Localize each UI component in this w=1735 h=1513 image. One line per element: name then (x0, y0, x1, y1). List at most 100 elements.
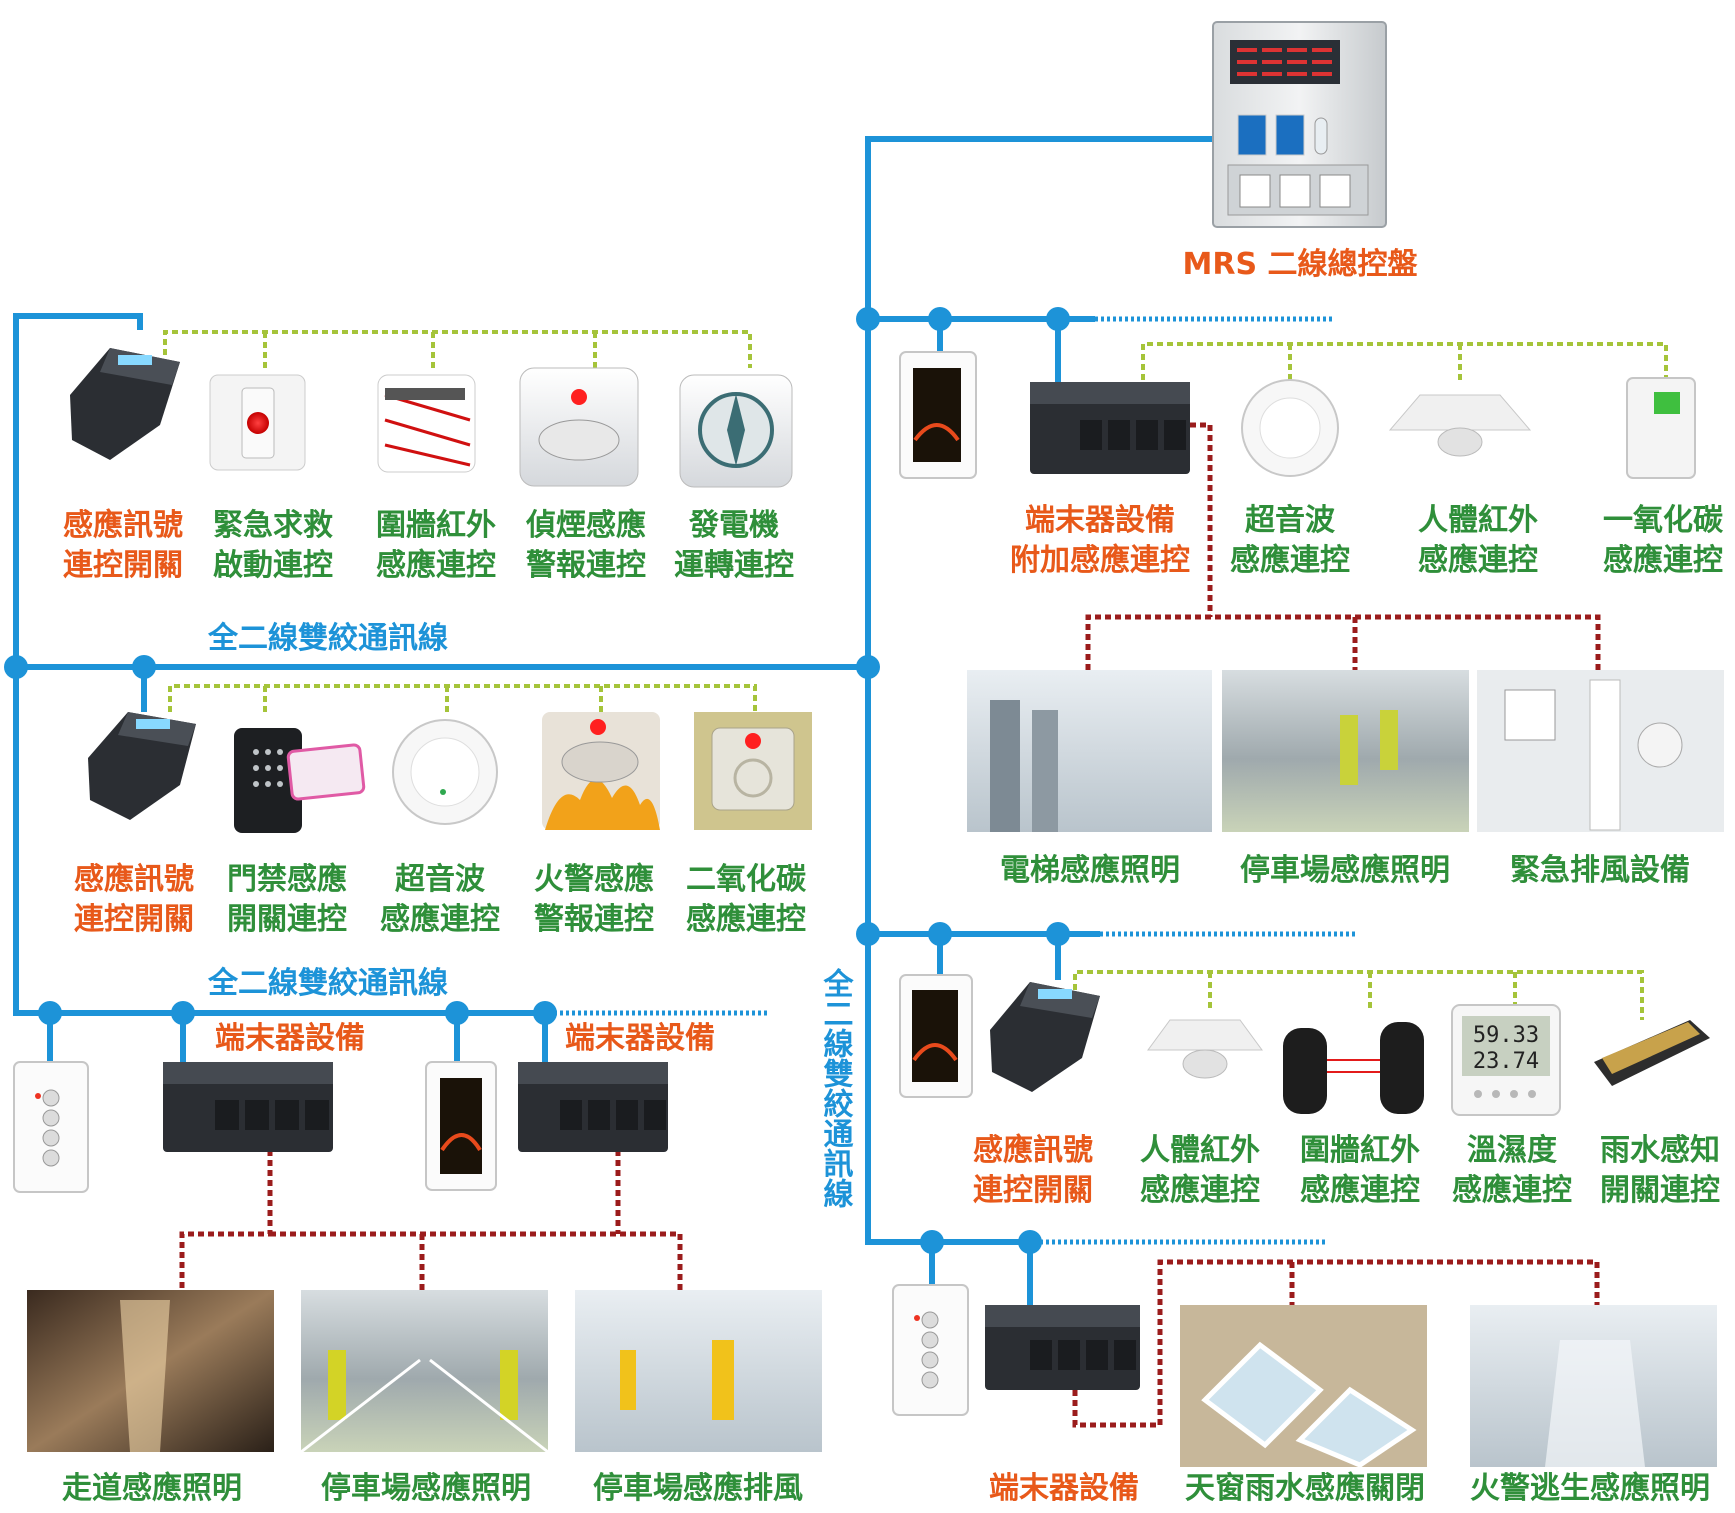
label-d4-line2: 感應連控 (1603, 543, 1723, 578)
label-b2-line2: 開關連控 (227, 902, 347, 937)
label-b1-line2: 連控開關 (74, 902, 194, 937)
label-d3-line2: 感應連控 (1418, 543, 1538, 578)
label-d4-line1: 一氧化碳 (1603, 503, 1724, 538)
group-e-devices: 59.33 23.74 (899, 974, 1710, 1116)
controller-module-a (70, 348, 180, 460)
label-e2-line2: 感應連控 (1140, 1173, 1260, 1208)
group-d-photos (967, 670, 1724, 832)
bus-junctions (4, 307, 1070, 1254)
photo-skylight (1180, 1305, 1427, 1468)
label-b3-line1: 超音波 (395, 862, 486, 897)
label-b2-line1: 門禁感應 (227, 862, 347, 897)
pir-sensor-icon-d (1388, 394, 1532, 457)
bus-label-upper-left: 全二線雙絞通訊線 (207, 621, 448, 656)
sensor-links (163, 330, 1668, 1020)
bus-dotted-extensions (548, 316, 1355, 1245)
label-e1-line2: 連控開關 (973, 1173, 1093, 1208)
label-d1-line2: 附加感應連控 (1010, 543, 1190, 578)
label-e4-line1: 溫濕度 (1467, 1133, 1557, 1168)
group-a-labels: 感應訊號 連控開關 緊急求救 啟動連控 圍牆紅外 感應連控 偵煙感應 警報連控 … (63, 508, 794, 583)
label-a2-line2: 啟動連控 (213, 548, 333, 583)
photo-exhaust (1477, 670, 1724, 832)
group-c-devices (13, 1061, 668, 1193)
label-e3-line2: 感應連控 (1300, 1173, 1420, 1208)
label-e1-line1: 感應訊號 (973, 1133, 1093, 1168)
wall-switch-f1 (892, 1284, 969, 1416)
touch-switch-d1 (899, 351, 977, 479)
terminal-module-d1 (1030, 382, 1190, 474)
group-d-devices (899, 351, 1696, 479)
label-e5-line1: 雨水感知 (1600, 1133, 1720, 1168)
label-a4-line2: 警報連控 (526, 548, 646, 583)
card-reader-icon (234, 728, 366, 833)
infrared-beam-icon (377, 374, 476, 473)
label-a3-line2: 感應連控 (376, 548, 496, 583)
pir-sensor-icon-e (1147, 1019, 1263, 1079)
generator-fan-icon (679, 374, 793, 488)
group-f-photos (1180, 1305, 1717, 1468)
label-d2-line1: 超音波 (1245, 503, 1336, 538)
co-detector-icon-d (1626, 377, 1696, 479)
terminal-module-f1 (985, 1305, 1140, 1390)
group-d-photo-labels: 電梯感應照明 停車場感應照明 緊急排風設備 (1000, 853, 1690, 888)
label-e5-line2: 開關連控 (1600, 1173, 1720, 1208)
co2-detector-icon (694, 712, 812, 830)
terminal-label-c2: 端末器設備 (565, 1021, 715, 1056)
wall-switch-c1 (13, 1061, 89, 1193)
label-b4-line2: 警報連控 (534, 902, 654, 937)
photo-label-d1: 電梯感應照明 (1000, 853, 1180, 888)
smoke-detector-icon (519, 367, 639, 487)
photo-label-f2: 火警逃生感應照明 (1470, 1471, 1710, 1506)
label-d2-line2: 感應連控 (1230, 543, 1350, 578)
photo-elevator (967, 670, 1212, 832)
label-d3-line1: 人體紅外 (1418, 503, 1538, 538)
label-b3-line2: 感應連控 (380, 902, 500, 937)
group-c-photo-labels: 走道感應照明 停車場感應照明 停車場感應排風 (62, 1471, 803, 1506)
photo-label-c1: 走道感應照明 (62, 1471, 242, 1506)
photo-parking-3 (1222, 670, 1469, 832)
label-a1-line1: 感應訊號 (63, 508, 183, 543)
group-d-labels: 端末器設備 附加感應連控 超音波 感應連控 人體紅外 感應連控 一氧化碳 感應連… (1010, 503, 1724, 578)
group-c-photos (27, 1290, 822, 1454)
label-a3-line1: 圍牆紅外 (376, 508, 496, 543)
bus-label-lower-left: 全二線雙絞通訊線 (207, 966, 448, 1001)
photo-label-f1: 天窗雨水感應關閉 (1185, 1471, 1425, 1506)
label-d1-line1: 端末器設備 (1025, 503, 1175, 538)
ultrasonic-sensor-icon (392, 719, 498, 825)
thermo-reading-2: 23.74 (1473, 1049, 1539, 1074)
group-e-labels: 感應訊號 連控開關 人體紅外 感應連控 圍牆紅外 感應連控 溫濕度 感應連控 雨… (973, 1133, 1720, 1208)
label-a2-line1: 緊急求救 (213, 508, 333, 543)
group-f-devices (892, 1284, 1140, 1416)
panel-title: MRS 二線總控盤 (1182, 247, 1417, 282)
mrs-control-panel (1212, 21, 1387, 228)
label-a4-line1: 偵煙感應 (525, 508, 646, 543)
group-b-devices (88, 712, 812, 833)
controller-module-e (990, 982, 1100, 1092)
label-e2-line1: 人體紅外 (1140, 1133, 1260, 1168)
photo-label-c2: 停車場感應照明 (321, 1471, 531, 1506)
controller-module-b (88, 712, 196, 820)
label-a5-line2: 運轉連控 (674, 548, 794, 583)
label-e3-line1: 圍牆紅外 (1300, 1133, 1420, 1168)
label-b4-line1: 火警感應 (534, 862, 654, 897)
photo-label-d2: 停車場感應照明 (1240, 853, 1450, 888)
terminal-module-c2 (518, 1062, 668, 1152)
photo-label-c3: 停車場感應排風 (593, 1471, 803, 1506)
group-f-photo-labels: 天窗雨水感應關閉 火警逃生感應照明 (1185, 1471, 1710, 1506)
label-e4-line2: 感應連控 (1452, 1173, 1572, 1208)
label-b5-line2: 感應連控 (686, 902, 806, 937)
beam-sensor-pair-icon (1283, 1022, 1424, 1114)
terminal-module-c1 (163, 1062, 333, 1152)
group-b-labels: 感應訊號 連控開關 門禁感應 開關連控 超音波 感應連控 火警感應 警報連控 二… (74, 862, 807, 937)
label-b1-line1: 感應訊號 (74, 862, 194, 897)
label-a5-line1: 發電機 (688, 508, 779, 543)
fire-detector-icon (542, 712, 660, 830)
photo-fire-escape (1470, 1305, 1717, 1467)
bus-label-vertical: 全二線雙絞通訊線 (818, 967, 855, 1208)
touch-switch-c2 (425, 1061, 497, 1191)
photo-corridor (27, 1290, 274, 1452)
thermo-hygrometer-icon (1451, 1004, 1561, 1116)
thermo-reading-1: 59.33 (1473, 1023, 1539, 1048)
terminal-label-f1: 端末器設備 (989, 1471, 1139, 1506)
